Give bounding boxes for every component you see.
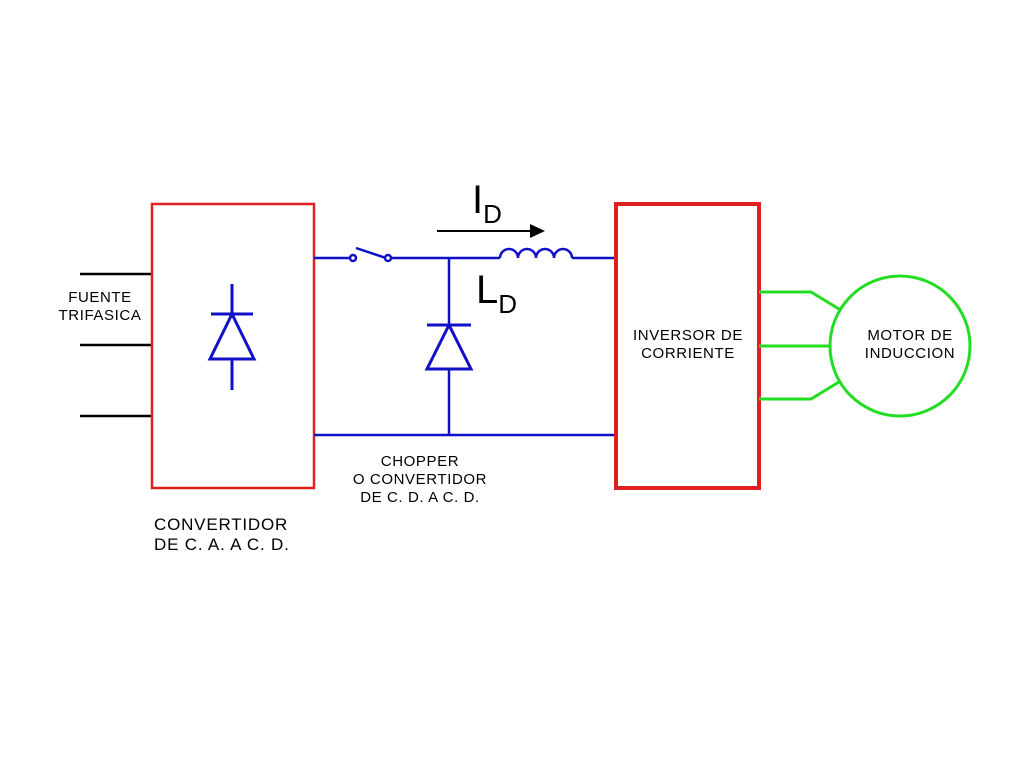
current-arrow [437, 224, 545, 238]
switch-blade [355, 246, 387, 260]
inverter-label: INVERSOR DE CORRIENTE [633, 327, 743, 362]
rectifier-label: CONVERTIDOR DE C. A. A C. D. [154, 515, 290, 555]
switch-contact-left [348, 253, 358, 263]
motor-lead-1 [759, 290, 840, 311]
inductance-symbol: LD [476, 268, 518, 319]
three-phase-source-lines [80, 272, 152, 418]
inductor-coil [498, 247, 574, 259]
motor-lead-3 [759, 380, 840, 401]
rectifier-diode-symbol [207, 284, 257, 390]
dc-wiring [314, 246, 616, 437]
chopper-label: CHOPPER O CONVERTIDOR DE C. D. A C. D. [352, 453, 488, 506]
motor-circle [828, 274, 972, 418]
motor-label: MOTOR DE INDUCCION [864, 327, 956, 362]
motor-connections [759, 274, 972, 418]
switch-contact-right [383, 253, 393, 263]
rectifier-block [150, 202, 316, 490]
chopper-diode-symbol [424, 321, 474, 371]
current-symbol: ID [472, 178, 502, 229]
source-label: FUENTE TRIFASICA [58, 289, 142, 324]
